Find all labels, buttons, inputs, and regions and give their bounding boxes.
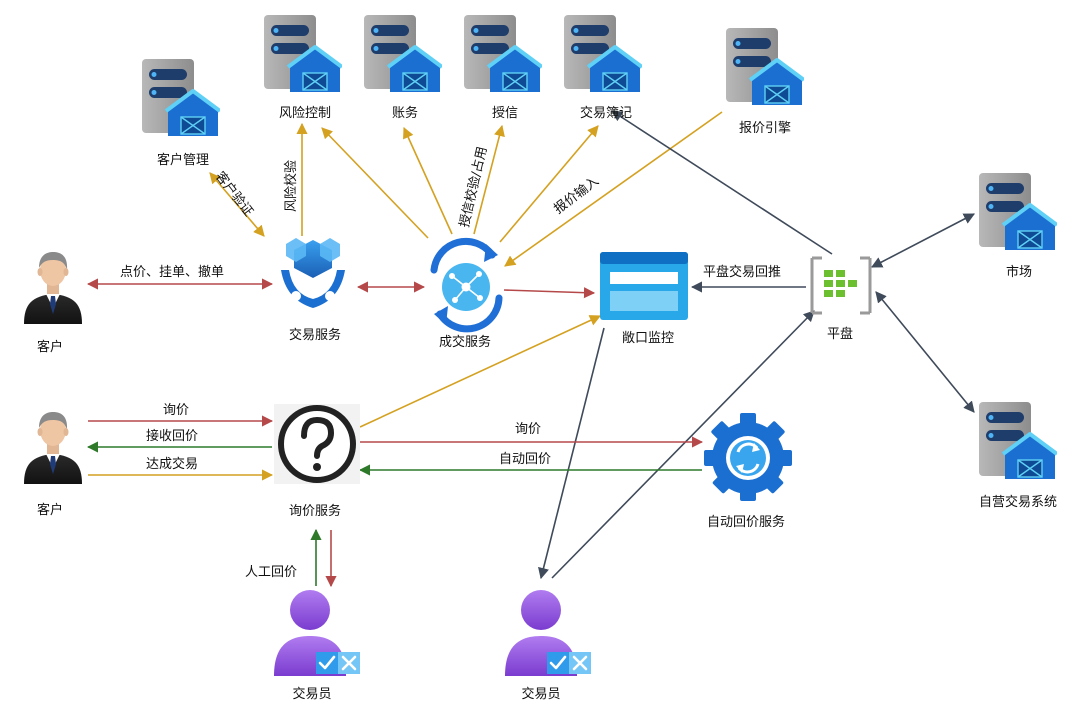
label-auto-reply: 自动回价 xyxy=(499,452,551,467)
connectors xyxy=(86,110,975,588)
node-label: 自营交易系统 xyxy=(979,494,1057,510)
edge-deal-to-accounting xyxy=(403,126,453,235)
node-deal-service: 成交服务 xyxy=(430,237,503,350)
node-credit: 授信 xyxy=(462,13,542,121)
label-order-actions: 点价、挂单、撤单 xyxy=(120,264,224,280)
node-customer-bottom: 客户 xyxy=(24,412,82,518)
hex-cluster-icon xyxy=(281,238,345,308)
node-label: 报价引擎 xyxy=(739,121,791,136)
node-label: 客户 xyxy=(37,502,63,518)
node-exposure-monitor: 敞口监控 xyxy=(600,252,688,346)
node-label: 询价服务 xyxy=(289,503,341,519)
edge-flat-to-market xyxy=(871,213,975,268)
node-label: 成交服务 xyxy=(439,334,491,350)
label-quote-input: 报价输入 xyxy=(551,173,602,217)
label-customer-verify: 客户验证 xyxy=(212,169,257,220)
node-customer-mgmt: 客户管理 xyxy=(140,57,220,168)
node-label: 交易员 xyxy=(521,686,560,702)
edge-deal-to-monitor xyxy=(503,287,596,299)
edge-deal-to-risk xyxy=(321,127,429,239)
gear-icon xyxy=(704,413,792,501)
label-risk-check: 风险校验 xyxy=(283,160,299,212)
node-trader-left: 交易员 xyxy=(272,588,362,702)
server-icon xyxy=(724,26,804,106)
node-trade-booking: 交易簿记 xyxy=(562,13,642,121)
node-label: 交易服务 xyxy=(289,327,341,343)
node-label: 风险控制 xyxy=(279,106,331,121)
node-label: 敞口监控 xyxy=(622,330,674,346)
edge-trade-to-customer-mgmt xyxy=(209,172,265,237)
edge-inquiry-to-monitor xyxy=(359,315,602,428)
label-manual-reply: 人工回价 xyxy=(245,565,297,580)
label-inquiry-auto: 询价 xyxy=(515,422,541,437)
edge-monitor-to-trader xyxy=(538,327,605,580)
label-flat-trade-push: 平盘交易回推 xyxy=(703,264,781,280)
label-inquiry: 询价 xyxy=(163,403,189,418)
node-market: 市场 xyxy=(977,171,1057,280)
edge-deal-to-credit xyxy=(473,124,505,235)
node-label: 平盘 xyxy=(827,326,853,342)
edge-deal-to-booking xyxy=(499,125,599,243)
node-flat-position: 平盘 xyxy=(810,256,872,342)
trader-icon xyxy=(272,588,362,678)
node-label: 自动回价服务 xyxy=(707,514,785,530)
node-quote-engine: 报价引擎 xyxy=(724,26,804,136)
edge-labels: 客户验证 风险校验 授信校验/占用 报价输入 点价、挂单、撤单 平盘交易回推 询… xyxy=(120,145,781,580)
label-receive-quote: 接收回价 xyxy=(146,428,198,444)
person-icon xyxy=(24,252,82,324)
server-icon xyxy=(462,13,542,93)
label-credit-check: 授信校验/占用 xyxy=(456,145,490,229)
node-proprietary-system: 自营交易系统 xyxy=(977,400,1057,510)
flat-position-icon xyxy=(810,256,872,315)
label-reach-trade: 达成交易 xyxy=(146,456,198,472)
node-trader-right: 交易员 xyxy=(503,588,593,702)
node-label: 客户管理 xyxy=(157,152,209,168)
node-trade-service: 交易服务 xyxy=(281,238,345,343)
node-label: 市场 xyxy=(1006,264,1032,280)
edge-flat-to-booking xyxy=(611,110,833,255)
node-label: 账务 xyxy=(392,105,418,121)
trader-icon xyxy=(503,588,593,678)
server-icon xyxy=(362,13,442,93)
server-icon xyxy=(562,13,642,93)
network-circle-icon xyxy=(430,237,503,333)
node-label: 交易簿记 xyxy=(580,105,632,121)
question-icon xyxy=(278,405,356,483)
server-icon xyxy=(977,400,1057,480)
node-label: 客户 xyxy=(37,339,63,355)
monitor-window-icon xyxy=(600,252,688,320)
edge-flat-to-proprietary xyxy=(875,291,975,413)
edge-quote-engine-to-deal xyxy=(504,111,723,267)
node-risk-control: 风险控制 xyxy=(262,13,342,121)
node-inquiry-service: 询价服务 xyxy=(274,404,360,519)
person-icon xyxy=(24,412,82,484)
node-label: 授信 xyxy=(492,106,518,121)
server-icon xyxy=(977,171,1057,251)
node-auto-quote-service: 自动回价服务 xyxy=(704,413,792,530)
node-label: 交易员 xyxy=(292,686,331,702)
edge-trader-to-flat xyxy=(551,310,815,579)
server-icon xyxy=(262,13,342,93)
server-icon xyxy=(140,57,220,137)
node-accounting: 账务 xyxy=(362,13,442,121)
node-customer-top: 客户 xyxy=(24,252,82,355)
